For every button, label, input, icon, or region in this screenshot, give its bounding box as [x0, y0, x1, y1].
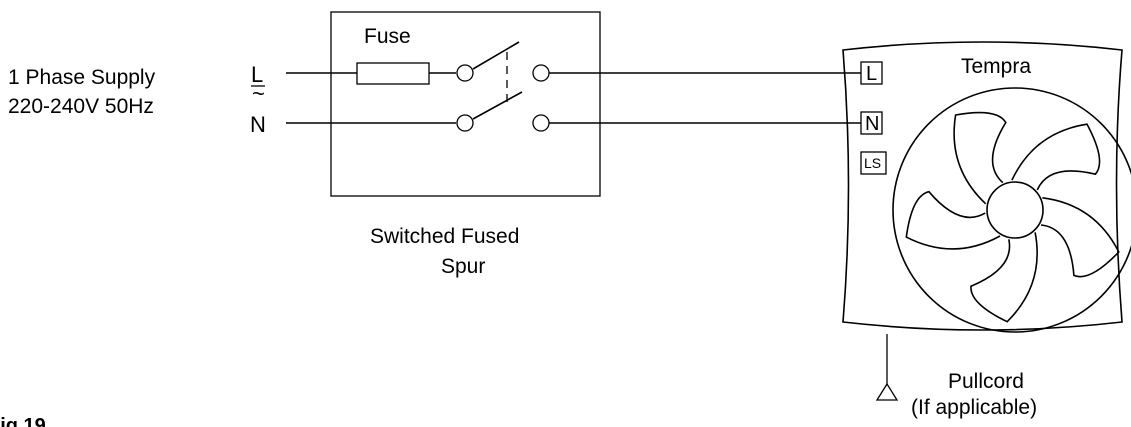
spur-box — [330, 11, 601, 197]
pullcord-handle — [875, 382, 899, 401]
pullcord-label-line1: Pullcord — [948, 370, 1024, 393]
fan-terminal-ls-label: LS — [864, 155, 881, 171]
fan-blade — [953, 111, 1007, 205]
pullcord-label-line2: (If applicable) — [911, 396, 1037, 419]
fan-blade — [970, 232, 1038, 323]
neutral-switch-contact-out — [532, 114, 550, 132]
fan-hub — [986, 181, 1044, 239]
figure-caption: Fig 19 — [0, 415, 46, 427]
live-label: L — [251, 62, 263, 87]
live-switch-contact-out — [532, 64, 550, 82]
fan-terminal-l-label: L — [866, 63, 877, 85]
tilde-symbol: ~ — [252, 81, 265, 106]
live-switch-blade — [472, 41, 520, 70]
fan-blades — [905, 111, 1120, 323]
fan-blade — [1040, 197, 1120, 278]
supply-label-line1: 1 Phase Supply — [8, 66, 156, 89]
fan-blade — [1011, 123, 1101, 191]
fan-terminal-n-label: N — [865, 113, 879, 135]
neutral-switch-blade — [472, 91, 523, 120]
fan-terminal-ls — [860, 151, 887, 175]
fan-housing — [842, 41, 1123, 331]
fan-blade — [905, 190, 1001, 250]
fan-name: Tempra — [961, 55, 1031, 78]
fan-terminal-n — [860, 111, 883, 135]
fuse-label: Fuse — [364, 25, 411, 48]
spur-caption-line1: Switched Fused — [370, 225, 519, 248]
fan-terminal-l — [860, 61, 883, 85]
spur-caption-line2: Spur — [441, 255, 485, 278]
neutral-label: N — [250, 112, 266, 137]
supply-label-line2: 220-240V 50Hz — [8, 95, 154, 118]
live-switch-contact-in — [456, 64, 474, 82]
neutral-switch-contact-in — [456, 114, 474, 132]
fan-ring — [892, 87, 1131, 333]
fuse-symbol — [356, 62, 430, 85]
